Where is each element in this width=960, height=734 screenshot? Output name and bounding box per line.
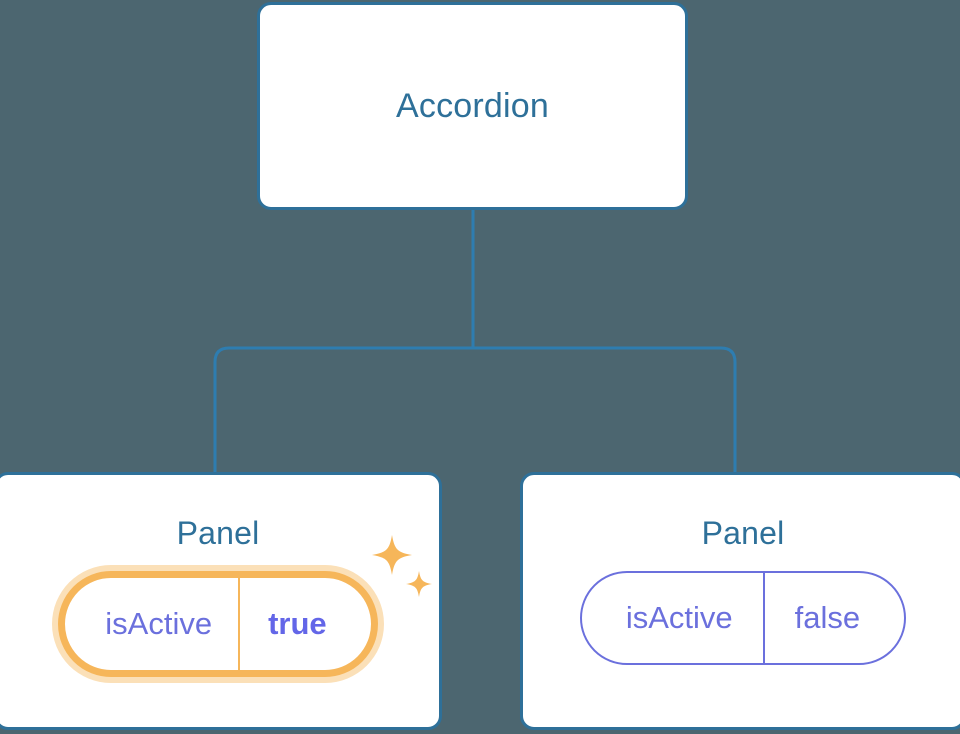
prop-key: isActive — [105, 606, 213, 641]
node-panel-active-title: Panel — [176, 515, 260, 551]
prop-pill-inactive[interactable]: isActive false — [579, 571, 907, 665]
prop-pill-inactive-wrap: isActive false — [579, 571, 907, 665]
node-accordion-title: Accordion — [396, 87, 549, 125]
sparkle-group — [371, 535, 432, 597]
node-panel-inactive[interactable]: Panel isActive false — [520, 472, 960, 730]
prop-pill-active[interactable]: isActive true — [58, 571, 378, 677]
prop-key: isActive — [625, 600, 733, 635]
prop-value: false — [762, 573, 904, 663]
sparkle-icon-large — [371, 535, 412, 575]
sparkle-icon-small — [405, 571, 432, 597]
prop-value: true — [238, 578, 371, 670]
node-accordion[interactable]: Accordion — [257, 2, 688, 210]
prop-pill-active-wrap: isActive true — [58, 535, 432, 677]
node-panel-active[interactable]: Panel isActive true — [0, 472, 442, 730]
node-panel-inactive-title: Panel — [701, 515, 785, 551]
